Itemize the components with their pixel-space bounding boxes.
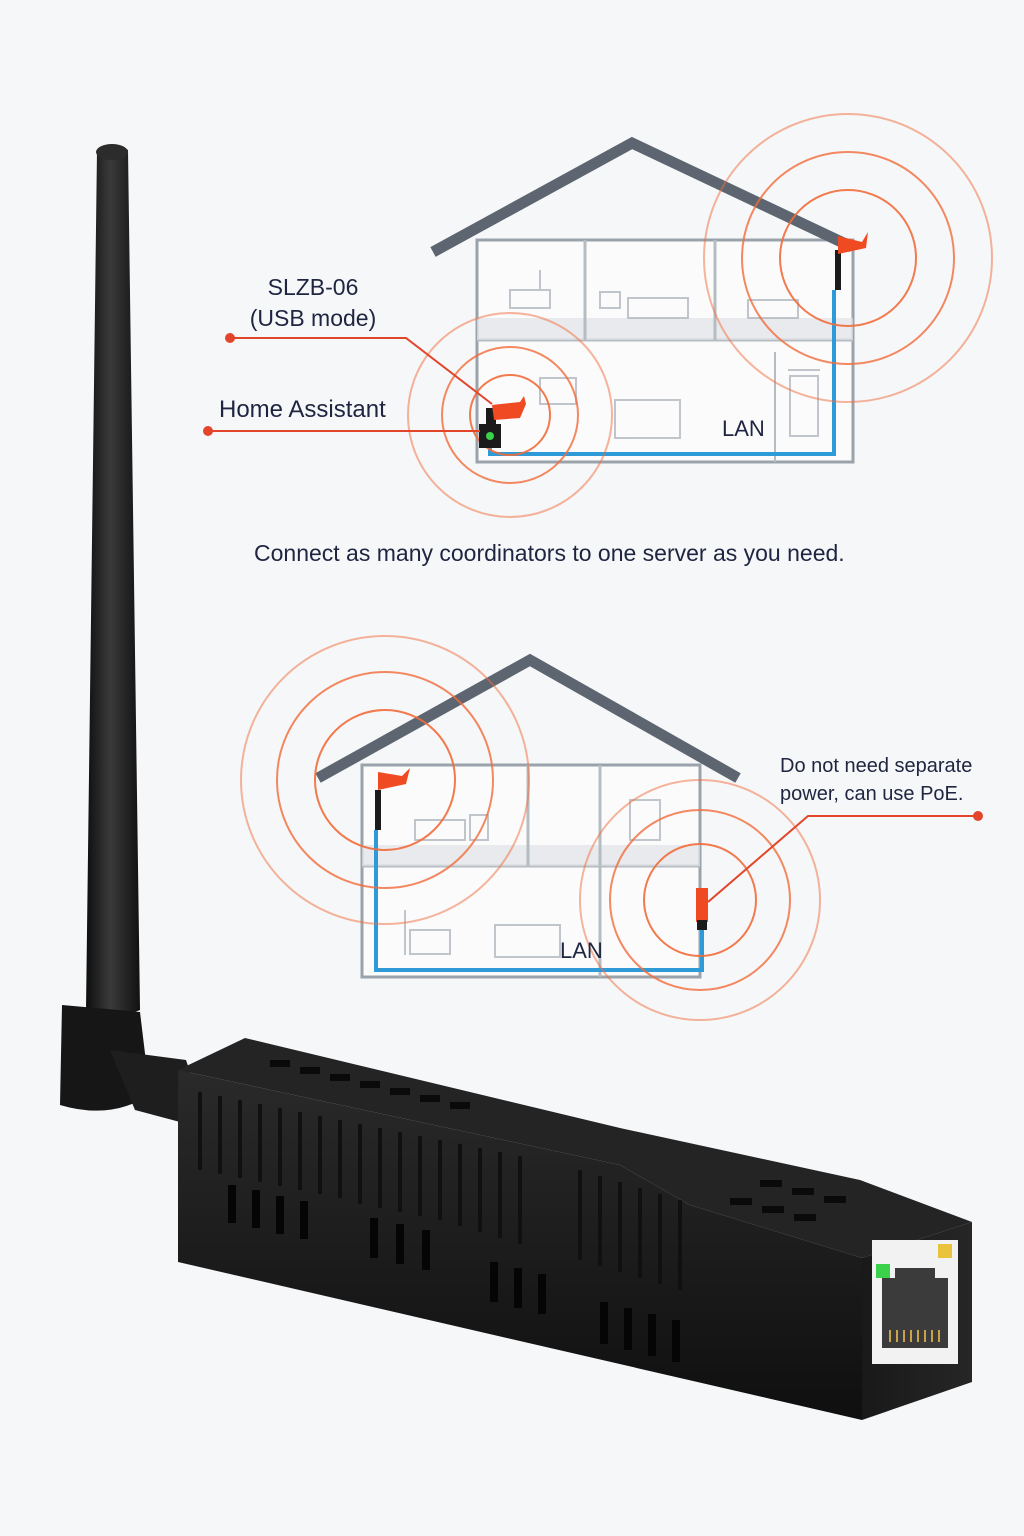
home-assistant-server (479, 424, 501, 448)
home-assistant-label: Home Assistant (219, 396, 386, 423)
led-yellow-icon (938, 1244, 952, 1258)
lan-cable-bottom (374, 830, 704, 972)
connect-note: Connect as many coordinators to one serv… (254, 540, 845, 566)
poe-label-line2: power, can use PoE. (780, 783, 964, 805)
slzb-usb-stick (486, 396, 526, 426)
poe-coordinator (696, 888, 708, 930)
top-house (430, 136, 855, 464)
poe-callout-label: Do not need separate power, can use PoE. (780, 752, 972, 808)
poe-label-line1: Do not need separate (780, 755, 973, 777)
bottom-house (315, 653, 741, 979)
ethernet-port-icon (872, 1240, 958, 1364)
slzb-callout-label: SLZB-06 (USB mode) (228, 272, 398, 334)
callout-lines (208, 337, 978, 903)
slzb-device-body (178, 1038, 972, 1420)
signal-rings-icon (579, 779, 821, 1021)
antenna-icon (60, 144, 210, 1130)
signal-rings-icon (703, 113, 993, 403)
slzb-label-line1: SLZB-06 (267, 274, 359, 300)
roof-coordinator (835, 232, 868, 290)
lan-label-top: LAN (722, 416, 765, 441)
led-green-icon (876, 1264, 890, 1278)
lan-label-bottom: LAN (560, 938, 603, 963)
upstairs-coordinator (375, 768, 410, 830)
signal-rings-icon (407, 312, 613, 518)
signal-rings-icon (240, 635, 530, 925)
callout-dots (203, 333, 983, 821)
slzb-label-line2: (USB mode) (249, 305, 377, 331)
